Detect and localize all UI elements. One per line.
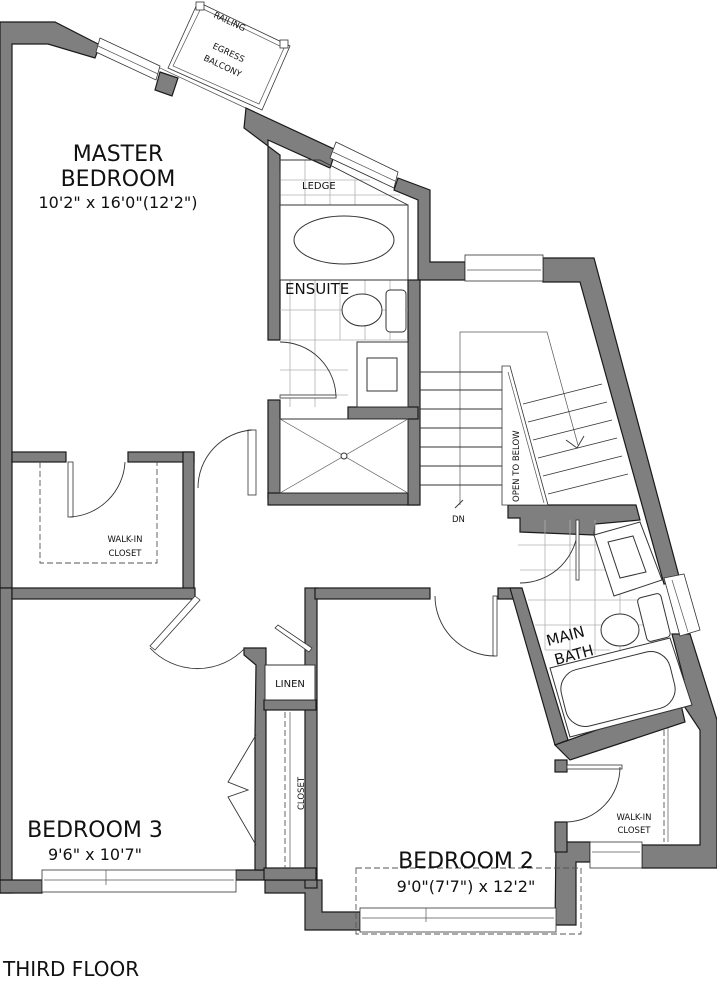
- ledge-label: LEDGE: [302, 181, 336, 192]
- labels: RAILING EGRESS BALCONY MASTER BEDROOM 10…: [2, 11, 652, 981]
- ensuite: [279, 159, 409, 494]
- bedroom2-dimensions: 9'0"(7'7") x 12'2": [397, 877, 536, 896]
- open-to-below-label: OPEN TO BELOW: [512, 430, 522, 502]
- bedroom3-closet-label: CLOSET: [297, 776, 307, 810]
- master-wic-label-1: WALK-IN: [107, 535, 142, 545]
- exterior-walls: [0, 21, 717, 931]
- master-bedroom-name-1: MASTER: [73, 142, 164, 167]
- bedroom2-wic-label-1: WALK-IN: [616, 813, 651, 823]
- windows: [41, 37, 701, 935]
- bedroom3-name: BEDROOM 3: [27, 818, 163, 843]
- bedroom2-wic-label-2: CLOSET: [617, 826, 651, 836]
- master-wic-label-2: CLOSET: [108, 549, 142, 559]
- main-bath: [518, 519, 693, 738]
- staircase: [420, 331, 629, 509]
- bedroom3-dimensions: 9'6" x 10'7": [48, 845, 142, 864]
- bedroom2-name: BEDROOM 2: [398, 849, 534, 874]
- closets-doors: [39, 429, 669, 868]
- linen-label: LINEN: [275, 679, 305, 690]
- stairs-down-label: DN: [452, 515, 465, 525]
- master-bedroom-name-2: BEDROOM: [61, 167, 176, 192]
- master-bedroom-dimensions: 10'2" x 16'0"(12'2"): [38, 193, 197, 212]
- interior-walls: [11, 279, 686, 889]
- ensuite-label: ENSUITE: [285, 280, 349, 298]
- floor-title: THIRD FLOOR: [2, 957, 139, 981]
